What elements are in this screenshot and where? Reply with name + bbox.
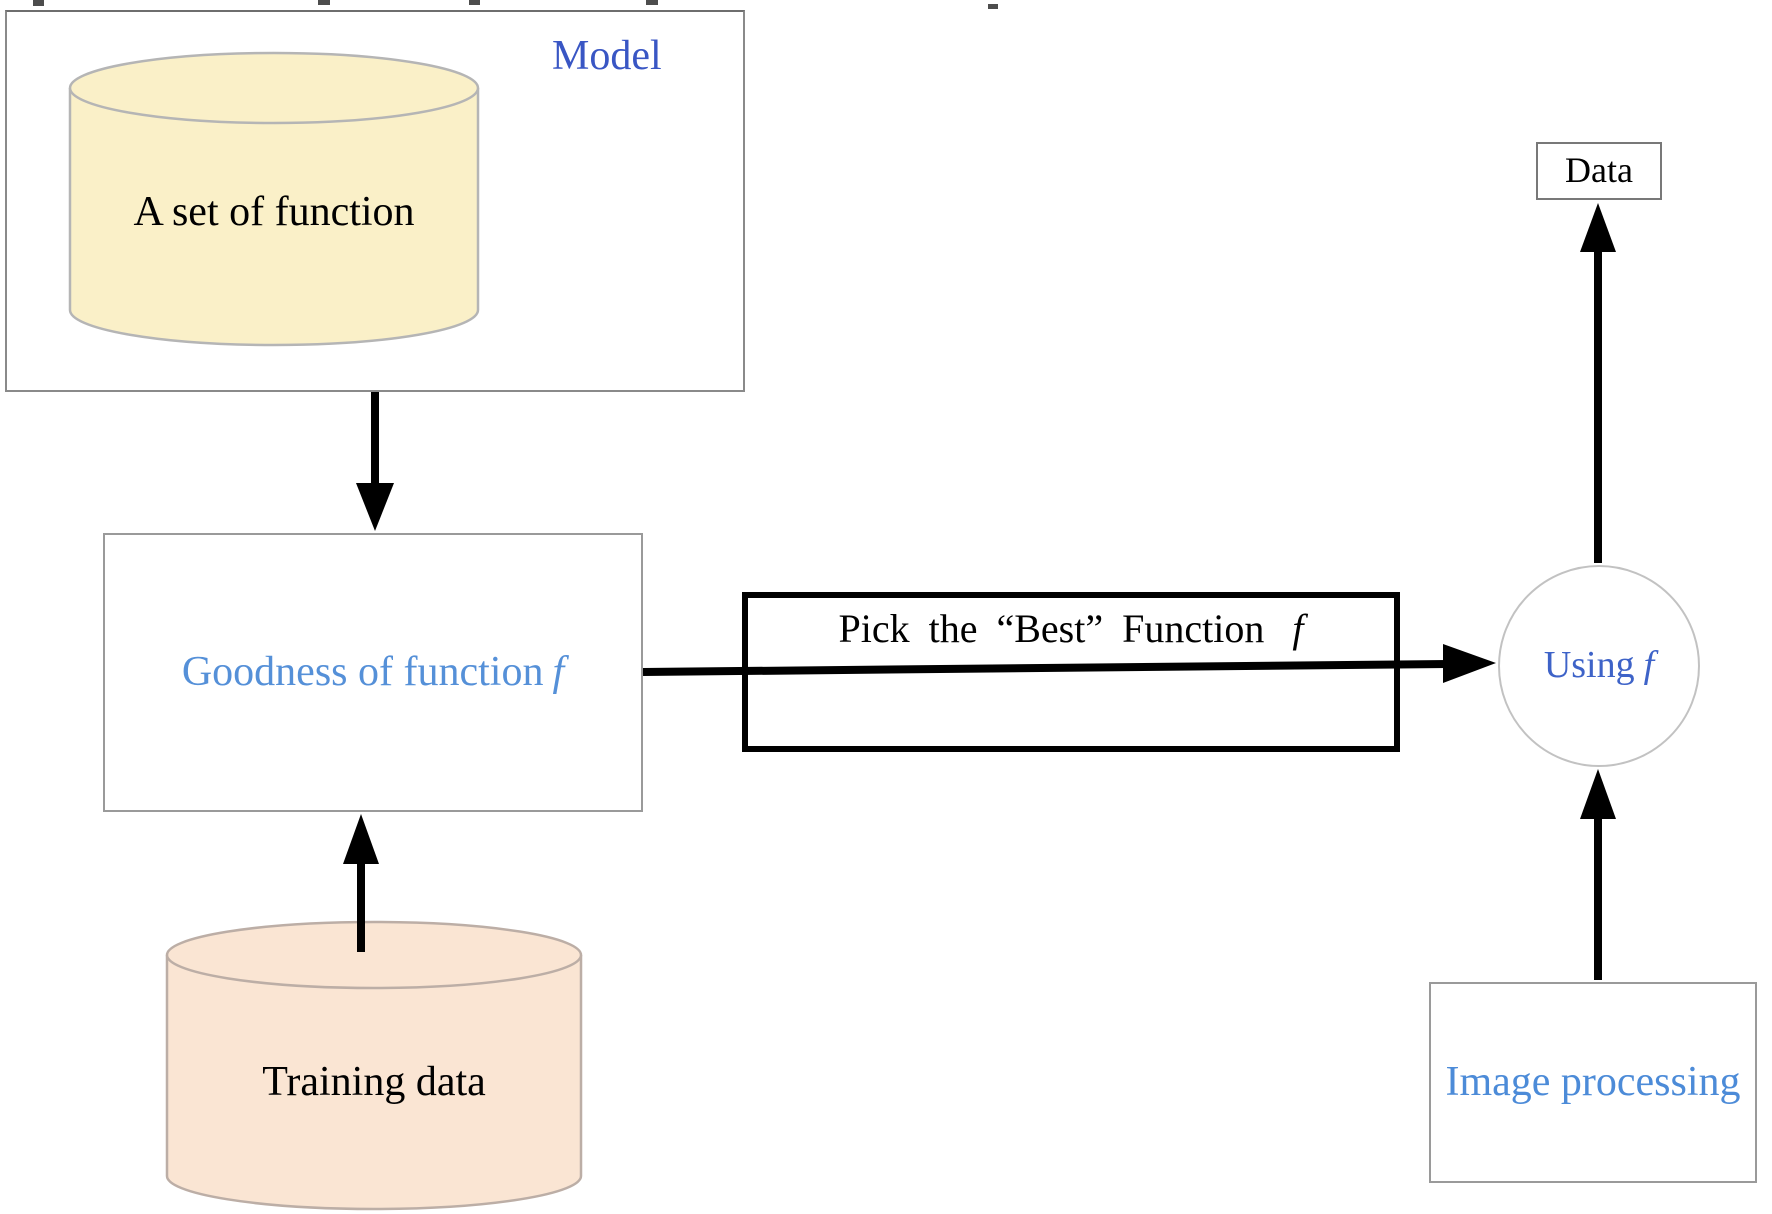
goodness-label-text: Goodness of function bbox=[181, 649, 544, 696]
image-processing-box bbox=[1429, 982, 1757, 1183]
arrow-model-to-goodness bbox=[356, 390, 394, 531]
function-set-label: A set of function bbox=[133, 189, 415, 235]
top-edge-mark bbox=[646, 0, 658, 5]
data-label: Data bbox=[1565, 150, 1633, 191]
arrow-using-to-data bbox=[1580, 203, 1616, 563]
top-edge-mark bbox=[33, 0, 44, 6]
arrow-image-to-using bbox=[1580, 769, 1616, 980]
using-circle bbox=[1498, 565, 1700, 767]
pick-best-label-f: f bbox=[1292, 606, 1304, 651]
goodness-box bbox=[103, 533, 643, 812]
top-edge-mark bbox=[469, 0, 480, 5]
arrow-training-to-goodness bbox=[343, 814, 379, 952]
using-label: Using f bbox=[1498, 565, 1700, 767]
using-label-text: Using bbox=[1543, 644, 1635, 687]
goodness-label-f: f bbox=[552, 649, 565, 696]
image-processing-label: Image processing bbox=[1445, 1059, 1741, 1106]
top-edge-mark bbox=[318, 0, 330, 5]
goodness-label: Goodness of function f bbox=[103, 533, 643, 812]
using-label-f: f bbox=[1643, 644, 1655, 687]
model-label: Model bbox=[552, 33, 662, 79]
pick-best-box bbox=[742, 592, 1400, 752]
model-box bbox=[5, 10, 745, 392]
pick-best-label: Pick the “Best” Function f bbox=[742, 608, 1400, 650]
data-box bbox=[1536, 142, 1662, 200]
top-edge-mark bbox=[988, 4, 998, 9]
pick-best-label-text: Pick the “Best” Function bbox=[838, 606, 1265, 651]
training-data-label: Training data bbox=[262, 1059, 486, 1105]
